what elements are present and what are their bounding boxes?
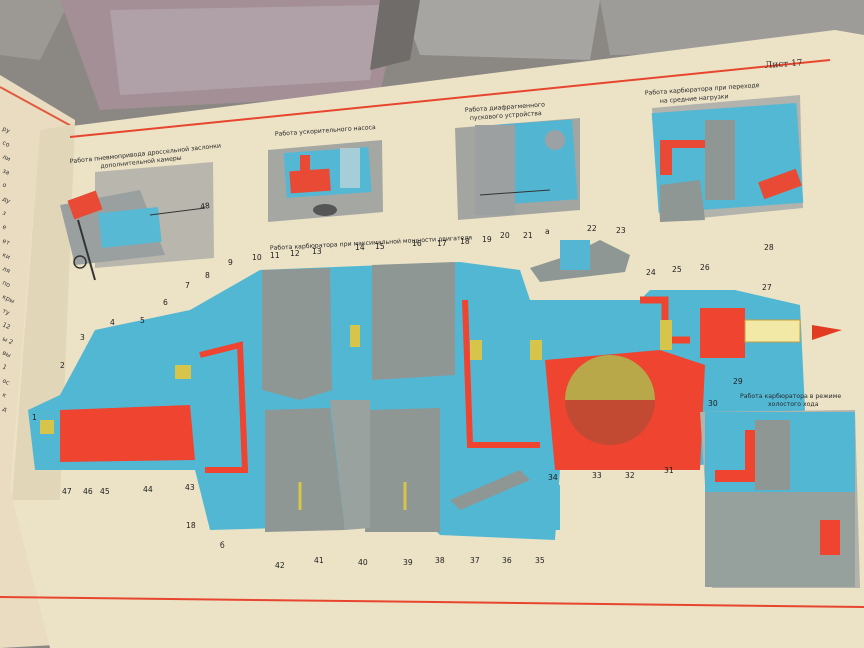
- left-page-text: ру со ли за о ду зе ет ки ля по кры ту 12 ы 2 вы 1 ос кд: [1, 125, 15, 413]
- main-bottom-number: 38: [435, 556, 445, 565]
- left-page-line: вы: [1, 349, 12, 359]
- main-top-number: 11: [270, 251, 280, 260]
- main-top-number: 26: [700, 263, 710, 272]
- accel-pump-title: Работа ускорительного насоса: [275, 123, 377, 138]
- main-bottom-number: 37: [470, 556, 480, 565]
- main-top-number: 23: [616, 226, 626, 235]
- left-page-line: ки: [1, 251, 11, 261]
- left-page-line: 12: [1, 321, 11, 331]
- main-top-number: 14: [355, 243, 365, 252]
- main-bottom-number: 30: [708, 399, 718, 408]
- main-top-number: 8: [205, 271, 210, 280]
- main-bottom-number: 33: [592, 471, 602, 480]
- main-bottom-number: 39: [403, 558, 413, 567]
- left-page-line: ы 2: [1, 335, 14, 346]
- main-top-number: а: [545, 227, 550, 236]
- idle-title-line-1: Работа карбюратора в режиме: [740, 392, 841, 400]
- main-bottom-number: 43: [185, 483, 195, 492]
- diaphragm-diagram: [455, 118, 580, 220]
- main-bottom-number: б: [220, 541, 225, 550]
- main-bottom-number: 18: [186, 521, 196, 530]
- main-bottom-number: 41: [314, 556, 324, 565]
- left-page-line: о: [1, 181, 8, 189]
- transition-diagram: [651, 95, 804, 222]
- main-top-number: 10: [252, 253, 262, 262]
- left-page-line: е: [1, 223, 8, 231]
- main-top-number: 13: [312, 247, 322, 256]
- main-left-number: 2: [60, 361, 65, 370]
- main-top-number: 25: [672, 265, 682, 274]
- sheet-label: Лист 17: [765, 58, 804, 71]
- main-top-number: 5: [140, 316, 145, 325]
- left-page-line: ту: [1, 307, 11, 317]
- main-top-number: 28: [764, 243, 774, 252]
- main-bottom-number: 46: [83, 487, 93, 496]
- main-bottom-number: 36: [502, 556, 512, 565]
- main-left-number: 1: [32, 413, 37, 422]
- main-top-number: 15: [375, 242, 385, 251]
- left-page-line: ли: [1, 153, 11, 163]
- main-bottom-number: 32: [625, 471, 635, 480]
- left-page-line: кры: [1, 293, 15, 305]
- main-top-number: 6: [163, 298, 168, 307]
- left-page-line: ля: [1, 265, 11, 275]
- main-bottom-number: 29: [733, 377, 743, 386]
- main-bottom-number: 34: [548, 473, 558, 482]
- main-top-numbers: 5 6 7 8 9 10 11 12 13 14 15 16 17 18 19 20 21 а 22 23 24 25 26…: [140, 224, 774, 325]
- drive-diagram: [60, 162, 214, 281]
- drive-number: 48: [200, 201, 211, 211]
- main-top-number: 19: [482, 235, 492, 244]
- main-top-number: 24: [646, 268, 656, 277]
- main-bottom-number: 40: [358, 558, 368, 567]
- accel-pump-diagram: [268, 140, 383, 222]
- left-page-line: к: [1, 391, 8, 399]
- main-top-number: 16: [412, 239, 422, 248]
- main-bottom-numbers: 47 46 45 44 43 18 б 42 41 40 39 38 37 36 35 34 33 32 31 30 2…: [62, 377, 743, 570]
- transition-title-line-2: на средние нагрузки: [660, 93, 729, 105]
- main-top-number: 22: [587, 224, 597, 233]
- main-top-number: 7: [185, 281, 190, 290]
- main-carburetor-diagram: [28, 240, 842, 540]
- left-page-line: д: [1, 405, 8, 413]
- main-top-number: 9: [228, 258, 233, 267]
- main-bottom-number: 35: [535, 556, 545, 565]
- main-bottom-number: 31: [664, 466, 674, 475]
- main-top-number: 12: [290, 249, 300, 258]
- idle-diagram: [700, 410, 860, 588]
- left-page-line: 1: [1, 363, 8, 371]
- main-top-number: 21: [523, 231, 533, 240]
- main-bottom-number: 47: [62, 487, 72, 496]
- left-page-line: ос: [1, 377, 11, 387]
- main-left-number: 4: [110, 318, 115, 327]
- idle-title-line-2: холостого хода: [768, 401, 819, 408]
- left-page-line: со: [1, 139, 11, 148]
- main-top-number: 18: [460, 237, 470, 246]
- main-bottom-number: 45: [100, 487, 110, 496]
- left-page-line: ру: [1, 125, 11, 135]
- main-bottom-number: 42: [275, 561, 285, 570]
- left-page-line: по: [1, 279, 11, 289]
- main-top-number: 27: [762, 283, 772, 292]
- main-top-number: 17: [437, 239, 447, 248]
- left-page-line: за: [1, 167, 11, 176]
- left-page-line: ду: [1, 195, 11, 205]
- main-left-number: 3: [80, 333, 85, 342]
- left-page-line: з: [1, 209, 7, 217]
- main-left-numbers: 2 3 4 1: [32, 318, 115, 422]
- main-bottom-number: 44: [143, 485, 153, 494]
- left-page-line: ет: [1, 237, 11, 247]
- main-top-number: 20: [500, 231, 510, 240]
